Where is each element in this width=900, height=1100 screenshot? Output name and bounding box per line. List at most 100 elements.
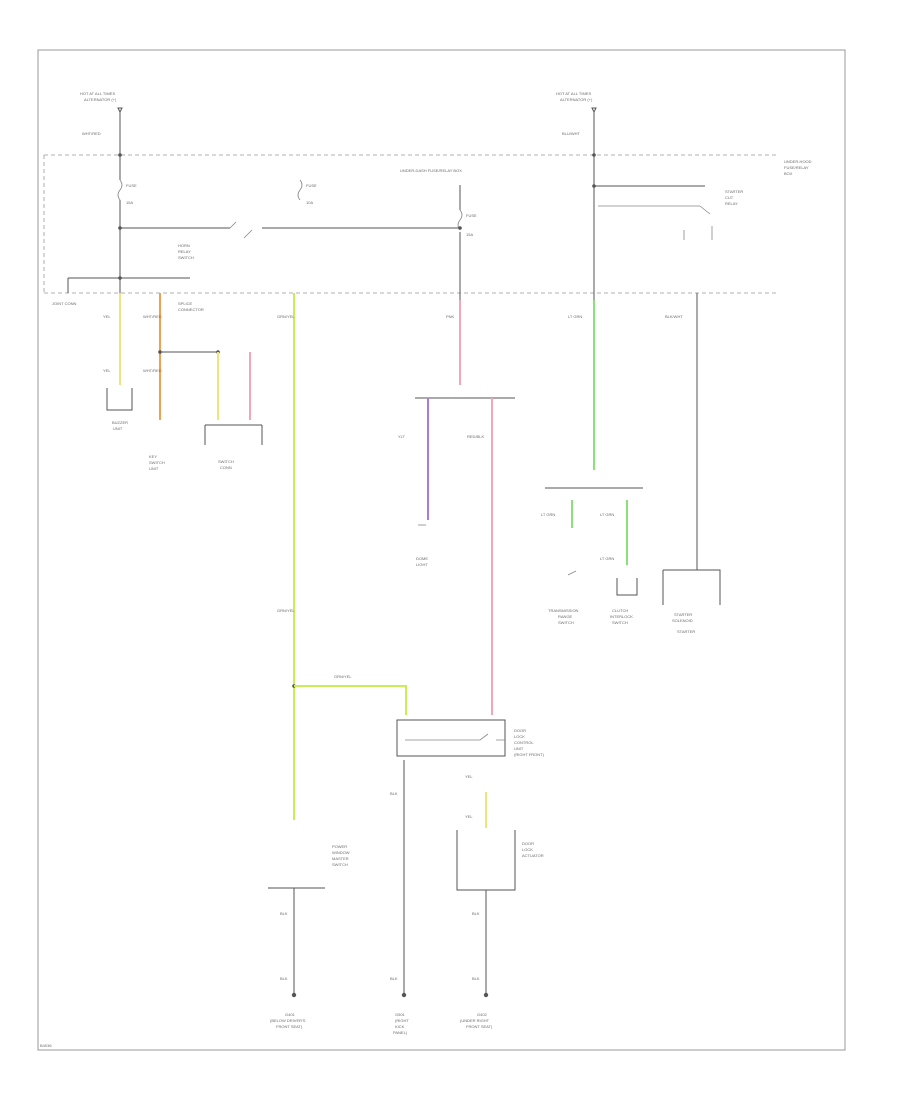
power-left-terminal: [117, 107, 123, 114]
door-lock-module-label-4: UNIT: [514, 746, 524, 751]
wire-label-red-blk: RED/BLK: [467, 434, 484, 439]
wire-label-yel-2: YEL: [103, 368, 111, 373]
ground-3-label-1: G402: [477, 1012, 488, 1017]
starter-relay-label-2: CUT: [725, 195, 734, 200]
horn-relay-label-1: HORN: [178, 243, 190, 248]
switch-conn-label-1: SWITCH: [218, 459, 234, 464]
fuse-mid-label-2: 10A: [306, 200, 313, 205]
key-switch-label-3: UNIT: [149, 466, 159, 471]
clutch-label-1: CLUTCH: [612, 608, 628, 613]
ground-1-label-1: G401: [285, 1012, 296, 1017]
wire-label-blk-wht: BLK/WHT: [665, 314, 683, 319]
wire-label-pnk: PNK: [446, 314, 455, 319]
ground-2-label-1: G501: [395, 1012, 406, 1017]
power-left-label-2: ALTERNATOR (+): [84, 97, 117, 102]
wire-label-grn-yel-1: GRN/YEL: [277, 314, 295, 319]
wire-label-grn-yel-3: GRN/YEL: [334, 674, 352, 679]
power-right-wire-label: BLU/WHT: [562, 131, 581, 136]
wire-label-blk-2: BLK: [280, 976, 288, 981]
starter-relay-label-1: STARTER: [725, 189, 743, 194]
ground-3-label-2: (UNDER RIGHT: [460, 1018, 490, 1023]
ground-2-label-2: (RIGHT: [395, 1018, 409, 1023]
ground-point-2: [401, 992, 407, 998]
door-lock-module-label-5: (RIGHT FRONT): [514, 752, 545, 757]
door-lock-module-label-3: CONTROL: [514, 740, 534, 745]
ground-3-label-3: FRONT SEAT): [466, 1024, 493, 1029]
fuse-center-label-2: 15A: [466, 232, 473, 237]
trans-range-label-2: RANGE: [558, 614, 573, 619]
ground-point-3: [483, 992, 489, 998]
switch-connector-bar: [204, 424, 263, 445]
power-window-label-4: SWITCH: [332, 862, 348, 867]
wire-label-wht-red-2: WHT/RED: [143, 368, 162, 373]
power-right-label-1: HOT AT ALL TIMES: [556, 91, 591, 96]
wire-label-blk-1: BLK: [280, 911, 288, 916]
wire-label-blk-5: BLK: [472, 911, 480, 916]
wire-label-blk-4: BLK: [390, 976, 398, 981]
footer-code: B4036: [40, 1043, 52, 1048]
wire-label-grn-1: LT GRN: [541, 512, 555, 517]
power-right-terminal: [591, 107, 597, 114]
key-switch-label-1: KEY: [149, 454, 157, 459]
wire-label-grn-2: LT GRN: [600, 512, 614, 517]
ground-point-1: [291, 992, 297, 998]
door-lock-control-box: [396, 719, 506, 757]
junction-left-label: JOINT CONN: [52, 301, 76, 306]
starter-label: STARTER: [677, 629, 695, 634]
power-left-label-1: HOT AT ALL TIMES: [80, 91, 115, 96]
starter-relay-label-3: RELAY: [725, 201, 738, 206]
fuse-left-label-1: FUSE: [126, 183, 137, 188]
buzzer-label-1: BUZZER: [112, 420, 128, 425]
fuse-mid-symbol: [297, 179, 303, 201]
door-lock-switch-symbol: [405, 733, 505, 741]
key-switch-label-2: SWITCH: [149, 460, 165, 465]
starter-relay-box: [598, 205, 713, 240]
fuse-center-symbol: [457, 209, 463, 231]
fuse-mid-label-1: FUSE: [306, 183, 317, 188]
switch-conn-label-2: CONN: [220, 465, 232, 470]
door-lock-actuator-box: [456, 830, 516, 891]
dome-light-label-2: LIGHT: [416, 562, 428, 567]
wire-label-wht-red: WHT/RED: [143, 314, 162, 319]
diagram-border: [37, 49, 846, 1051]
right-note-2: FUSE/RELAY: [784, 165, 809, 170]
ground-2-label-4: PANEL): [393, 1030, 408, 1035]
clutch-label-3: SWITCH: [612, 620, 628, 625]
starter-box: [662, 569, 721, 605]
horn-relay-label-2: RELAY: [178, 249, 191, 254]
splice-connector-label-1: SPLICE: [178, 301, 193, 306]
wire-label-yel-4: YEL: [465, 814, 473, 819]
clutch-switch-box: [616, 578, 638, 596]
power-window-label-2: WINDOW: [332, 850, 350, 855]
wire-label-blk-3: BLK: [390, 791, 398, 796]
node: [458, 226, 462, 230]
wire-label-blk-6: BLK: [472, 976, 480, 981]
clutch-label-2: INTERLOCK: [610, 614, 633, 619]
trans-switch-symbol: [567, 570, 577, 576]
door-lock-module-label-1: DOOR: [514, 728, 526, 733]
ground-1-label-2: (BELOW DRIVER'S: [270, 1018, 306, 1023]
ground-1-label-3: FRONT SEAT): [276, 1024, 303, 1029]
wire-yellow-green-branch: [294, 685, 407, 715]
fuse-left-label-2: 15A: [126, 200, 133, 205]
fuse-center-label-1: FUSE: [466, 213, 477, 218]
horn-relay-label-3: SWITCH: [178, 255, 194, 260]
right-note-1: UNDER-HOOD: [784, 159, 812, 164]
wire-label-lt-grn: LT GRN: [568, 314, 582, 319]
dome-light-label-1: DOME: [416, 556, 428, 561]
wire-label-grn-3: LT GRN: [600, 556, 614, 561]
wire-label-yel-3: YEL: [465, 774, 473, 779]
underhood-box-label: UNDER-DASH FUSE/RELAY BOX: [400, 168, 462, 173]
power-window-label-1: POWER: [332, 844, 347, 849]
power-left-wire-label: WHT/RED: [82, 131, 101, 136]
trans-range-label-3: SWITCH: [558, 620, 574, 625]
starter-solenoid-label-2: SOLENOID: [672, 618, 693, 623]
wire-label-ylt: YLT: [398, 434, 406, 439]
right-note-3: BOX: [784, 171, 793, 176]
power-window-label-3: MASTER: [332, 856, 349, 861]
relay-switch-symbol: [229, 221, 253, 239]
splice-connector-label-2: CONNECTOR: [178, 307, 204, 312]
door-lock-actuator-label-3: ACTUATOR: [522, 853, 544, 858]
door-lock-actuator-label-2: LOCK: [522, 847, 533, 852]
